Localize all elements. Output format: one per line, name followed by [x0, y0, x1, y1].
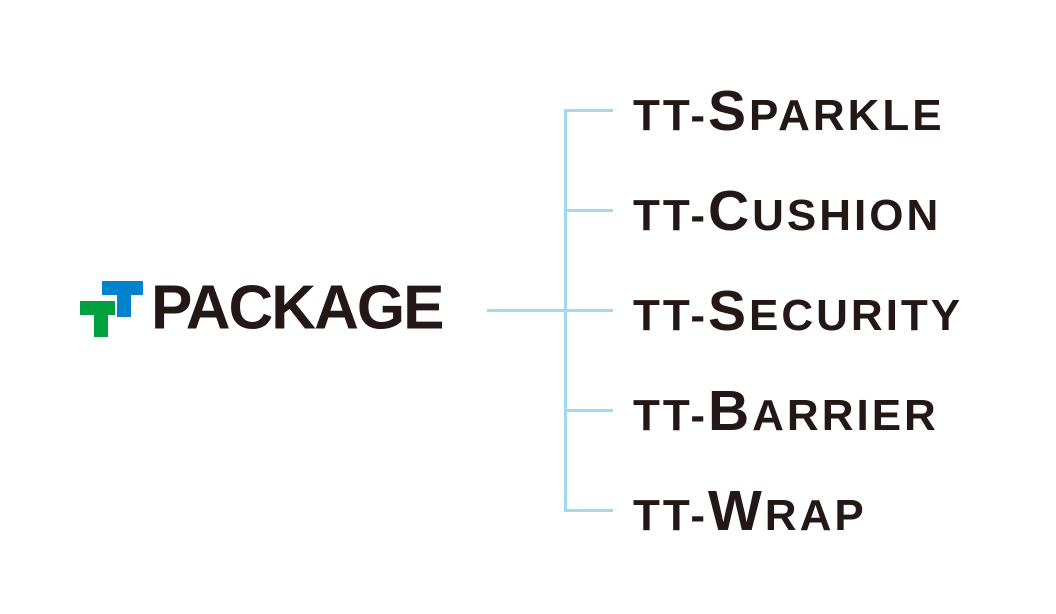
- connector-vertical-line: [564, 109, 567, 512]
- connector-branch-5: [564, 509, 613, 512]
- product-rest: USHION: [752, 191, 942, 240]
- connector-branch-2: [564, 209, 613, 212]
- connector-trunk-line: [487, 309, 613, 312]
- connector-branch-1: [564, 109, 613, 112]
- tt-mark-icon: [80, 281, 144, 337]
- product-prefix: TT-: [633, 491, 708, 540]
- product-prefix: TT-: [633, 191, 708, 240]
- product-prefix: TT-: [633, 91, 708, 140]
- product-prefix: TT-: [633, 291, 708, 340]
- product-rest: RAP: [764, 491, 867, 540]
- product-initial: C: [707, 179, 753, 243]
- product-initial: W: [707, 479, 765, 543]
- tt-mark-blue-t: [102, 281, 143, 317]
- product-prefix: TT-: [633, 391, 708, 440]
- blue-t-stem: [117, 281, 131, 317]
- product-initial: S: [707, 279, 750, 343]
- logo-wordmark: PACKAGE: [151, 273, 444, 343]
- product-rest: ECURITY: [749, 291, 964, 340]
- product-rest: PARKLE: [749, 91, 945, 140]
- product-rest: ARRIER: [752, 391, 939, 440]
- product-initial: B: [707, 379, 753, 443]
- product-initial: S: [707, 79, 750, 143]
- green-t-stem: [94, 301, 108, 337]
- tt-mark-green-t: [80, 301, 121, 337]
- connector-branch-4: [564, 409, 613, 412]
